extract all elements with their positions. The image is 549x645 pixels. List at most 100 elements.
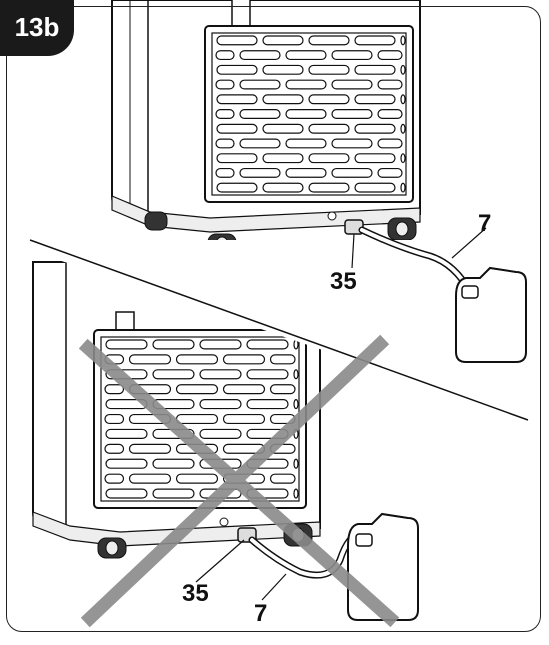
grille-slot <box>354 64 396 75</box>
grille-slot <box>308 64 350 75</box>
grille-slot <box>246 339 289 350</box>
grille-slot <box>222 413 266 425</box>
drain-connector-bottom <box>219 517 257 543</box>
grille-slot <box>152 339 195 350</box>
grille-slot <box>285 50 327 61</box>
grille-slot <box>246 369 289 380</box>
leader-line <box>351 233 355 269</box>
grille-slot <box>222 384 266 395</box>
wheel-icon <box>387 217 417 241</box>
grille-slot <box>293 458 299 469</box>
grille-slot <box>331 79 373 90</box>
figure-frame <box>6 6 541 632</box>
grille-slot <box>128 443 172 454</box>
grille-slot <box>152 369 195 380</box>
grille-slot <box>104 413 125 425</box>
grille-slot <box>262 35 304 46</box>
grille-slot <box>269 354 296 365</box>
grille-slot <box>215 50 235 61</box>
grille-slot <box>285 79 327 90</box>
grille-slot <box>239 167 281 178</box>
grille-slot <box>152 458 195 469</box>
grille-slots-top <box>215 35 406 193</box>
grille-slot <box>175 473 219 484</box>
grille-slot <box>354 35 396 46</box>
leader-line <box>451 227 487 259</box>
callout-hose-top: 7 <box>478 210 492 237</box>
grille-slot <box>308 123 350 134</box>
grille-slot <box>331 138 373 149</box>
grille-slot <box>199 369 242 380</box>
grille-slot <box>104 473 125 484</box>
grille-slot <box>262 94 304 105</box>
grille-slot <box>175 354 219 365</box>
grille-slot <box>308 94 350 105</box>
grille-slot <box>354 94 396 105</box>
grille-slot <box>175 384 219 395</box>
grille-slot <box>216 182 258 193</box>
grille-slot <box>152 488 195 499</box>
grille-slot <box>269 384 296 395</box>
grille-slot <box>216 123 258 134</box>
callout-hose-bottom: 7 <box>254 600 268 627</box>
grille-slot <box>262 64 304 75</box>
water-container-top <box>455 266 527 363</box>
grille-slot <box>377 109 403 119</box>
grille-slot <box>216 35 258 46</box>
grille-slot <box>239 138 281 149</box>
grille-slot <box>400 35 406 46</box>
grille-slot <box>105 458 148 469</box>
grille-slot <box>293 488 299 499</box>
grille-slot <box>377 138 403 149</box>
grille-slot <box>400 182 406 193</box>
grille-slot <box>377 167 403 178</box>
grille-slot <box>293 399 299 410</box>
leader-line <box>195 539 245 583</box>
grille-slot <box>215 109 235 119</box>
grille-slot <box>239 79 281 90</box>
grille-slot <box>331 50 373 61</box>
grille-slot <box>222 354 266 365</box>
grille-slot <box>128 354 172 365</box>
grille-slot <box>285 109 327 119</box>
grille-slot <box>308 153 350 164</box>
grille-slot <box>293 369 299 380</box>
cross-icon <box>78 334 400 628</box>
grille-slot <box>400 153 406 164</box>
grille-slot <box>215 79 235 90</box>
grille-slot <box>354 153 396 164</box>
grille-slot <box>354 123 396 134</box>
grille-slot <box>105 339 148 350</box>
grille-slot <box>285 167 327 178</box>
grille-slot <box>400 123 406 134</box>
grille-slot <box>377 79 403 90</box>
grille-slot <box>199 428 242 439</box>
grille-slot <box>215 167 235 178</box>
grille-slot <box>331 167 373 178</box>
grille-slot <box>262 153 304 164</box>
grille-slot <box>199 339 242 350</box>
figure-number: 13b <box>14 12 60 42</box>
leader-line <box>261 573 287 601</box>
grille-slot <box>105 488 148 499</box>
grille-slot <box>308 35 350 46</box>
grille-slot <box>239 50 281 61</box>
wheel-icon <box>97 537 127 559</box>
grille-slot <box>216 153 258 164</box>
grille-slot <box>216 94 258 105</box>
grille-slot <box>354 182 396 193</box>
correct-setup <box>111 0 421 255</box>
grille-slot <box>400 94 406 105</box>
grille-slot <box>215 138 235 149</box>
grille-slot <box>377 50 403 61</box>
grille-slot <box>239 109 281 119</box>
grille-slot <box>216 64 258 75</box>
grille-slot <box>269 473 296 484</box>
grille-slot <box>285 138 327 149</box>
grille-slot <box>308 182 350 193</box>
callout-connector-top: 35 <box>330 268 357 295</box>
wheel-icon <box>144 211 168 231</box>
grille-slot <box>400 64 406 75</box>
